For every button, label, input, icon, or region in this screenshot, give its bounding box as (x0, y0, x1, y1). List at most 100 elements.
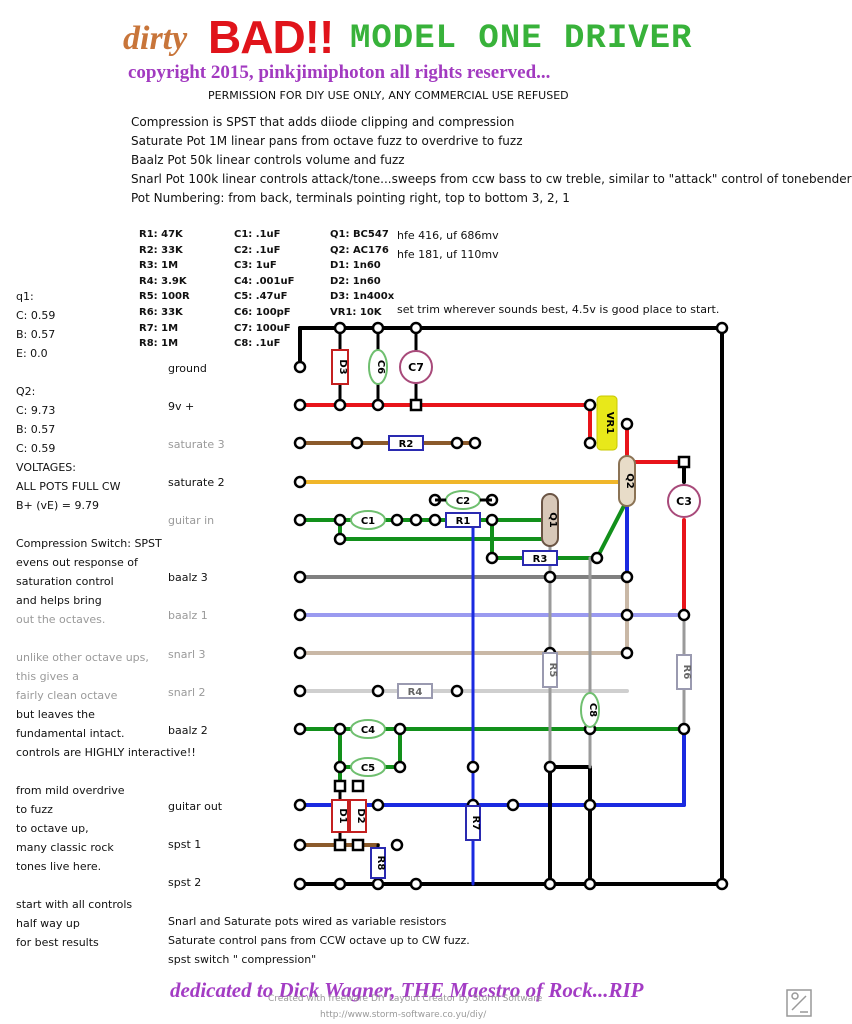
board-pad-square (677, 455, 691, 469)
board-pad-square (333, 838, 347, 852)
wire-r3-q2 (595, 498, 629, 560)
board-pad (293, 436, 307, 450)
desc-baalz: Baalz Pot 50k linear controls volume and… (131, 153, 405, 167)
voltage-line: VOLTAGES: (16, 461, 76, 474)
board-pad (293, 475, 307, 489)
note-line: to fuzz (16, 803, 53, 816)
title-dirty: dirty (123, 20, 188, 57)
board-pad (293, 684, 307, 698)
board-pad-square (409, 398, 423, 412)
part-d2: D2: 1n60 (330, 275, 381, 287)
board-pad (543, 760, 557, 774)
board-pad (715, 877, 729, 891)
board-pad (293, 570, 307, 584)
desc-compression: Compression is SPST that adds diiode cli… (131, 115, 515, 129)
label-spst-1: spst 1 (168, 838, 202, 851)
part-r8: R8: 1M (139, 338, 179, 350)
r1-body (445, 512, 481, 528)
board-pad (450, 684, 464, 698)
label-snarl-2: snarl 2 (168, 686, 206, 699)
d2-body (349, 799, 367, 833)
board-pad (333, 877, 347, 891)
note-line: evens out response of (16, 556, 138, 569)
board-pad (393, 722, 407, 736)
r7-label: R7 (470, 816, 481, 831)
title-bad: BAD!! (208, 11, 334, 63)
note-line: start with all controls (16, 898, 133, 911)
note-line: out the octaves. (16, 613, 106, 626)
r5-label: R5 (547, 663, 558, 678)
board-pad (583, 398, 597, 412)
c6-label: C6 (375, 360, 386, 374)
c7-body (399, 350, 433, 384)
r6-label: R6 (681, 665, 692, 680)
voltage-line: Q2: (16, 385, 36, 398)
voltage-line: B: 0.57 (16, 328, 56, 341)
c5-body (350, 757, 386, 777)
board-pad (350, 436, 364, 450)
board-pad (333, 532, 347, 546)
board-pad (409, 321, 423, 335)
board-pad (393, 760, 407, 774)
board-pad-square (351, 779, 365, 793)
voltage-line: ALL POTS FULL CW (16, 480, 121, 493)
board-pad (620, 417, 634, 431)
note-line: controls are HIGHLY interactive!! (16, 746, 196, 759)
board-pad (333, 398, 347, 412)
board-pad (583, 798, 597, 812)
vr1-label: VR1 (604, 412, 615, 434)
board-pad (293, 513, 307, 527)
r8-body (370, 847, 386, 879)
c3-body (667, 484, 701, 518)
hfe-q1: hfe 416, uf 686mv (397, 229, 499, 242)
bottom-note-3: spst switch " compression" (168, 953, 317, 966)
part-c6: C6: 100pF (234, 306, 291, 318)
part-r1: R1: 47K (139, 229, 183, 240)
note-line: many classic rock (16, 841, 114, 854)
d3-body (331, 349, 349, 385)
label-spst-2: spst 2 (168, 876, 202, 889)
r4-body (397, 683, 433, 699)
credit-line-1: Created with freeware DIY Layout Creator… (268, 994, 543, 1004)
board-pad (583, 877, 597, 891)
part-c3: C3: 1uF (234, 260, 277, 272)
note-line: unlike other octave ups, (16, 651, 149, 664)
board-pad (450, 436, 464, 450)
r2-body (388, 435, 424, 451)
d1-label: D1 (337, 808, 348, 823)
board-pad (293, 360, 307, 374)
c6-body (368, 349, 388, 385)
board-pad (409, 877, 423, 891)
label-9v: 9v + (168, 400, 195, 413)
c8-label: C8 (587, 703, 598, 717)
d3-label: D3 (337, 359, 348, 374)
semis-list: Q1: BC547 Q2: AC176 D1: 1n60 D2: 1n60 D3… (330, 227, 394, 321)
part-r2: R2: 33K (139, 244, 183, 256)
board-pad (466, 760, 480, 774)
note-line: saturation control (16, 575, 114, 588)
label-guitar-in: guitar in (168, 514, 215, 527)
q1-body (541, 493, 559, 547)
board-pad (371, 684, 385, 698)
board-pad (293, 646, 307, 660)
note-line: for best results (16, 936, 99, 949)
board-pad (485, 551, 499, 565)
voltage-line: C: 9.73 (16, 404, 56, 417)
board-pad (293, 398, 307, 412)
voltage-line: B: 0.57 (16, 423, 56, 436)
note-line: from mild overdrive (16, 784, 125, 797)
vr1-body (596, 395, 618, 451)
part-c4: C4: .001uF (234, 275, 295, 287)
note-line: Compression Switch: SPST (16, 537, 162, 550)
board-pad (333, 321, 347, 335)
part-vr1: VR1: 10K (330, 306, 382, 318)
c2-label: C2 (456, 496, 470, 507)
c4-label: C4 (361, 725, 375, 736)
dedication: dedicated to Dick Wagner, THE Maestro of… (170, 978, 644, 1002)
board-pad (620, 646, 634, 660)
label-ground: ground (168, 362, 207, 375)
bottom-note-1: Snarl and Saturate pots wired as variabl… (168, 915, 447, 928)
board-pad (583, 436, 597, 450)
label-baalz-3: baalz 3 (168, 571, 208, 584)
board-pad (620, 570, 634, 584)
